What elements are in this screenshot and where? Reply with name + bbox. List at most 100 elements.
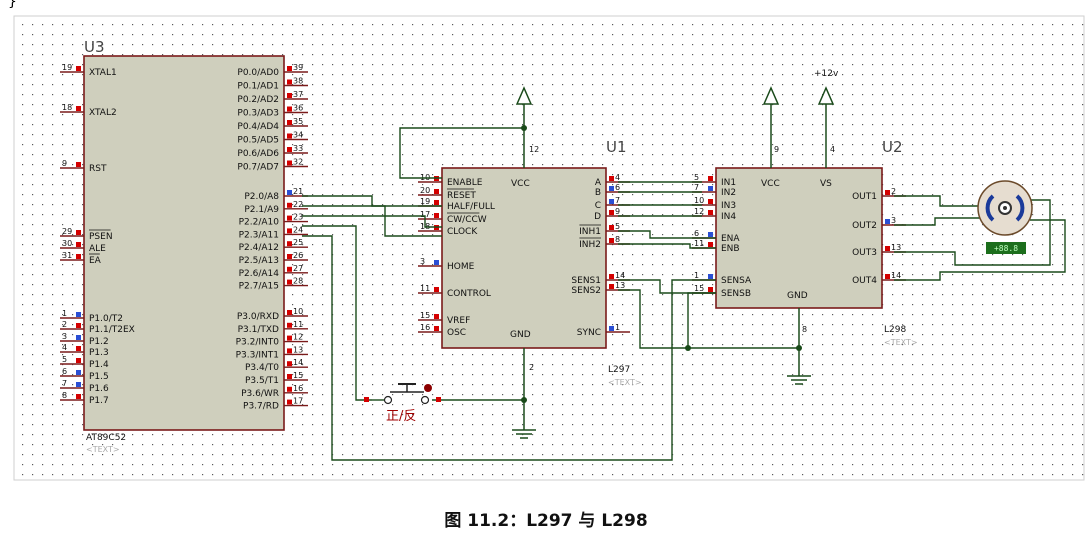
u2-vs-label: VS — [820, 179, 832, 189]
pin-name: PSEN — [89, 232, 113, 242]
u3-left-pin-1[interactable]: 1P1.0/T2 — [60, 309, 123, 324]
pin-marker — [609, 199, 614, 204]
u3-left-pin-8[interactable]: 8P1.7 — [60, 391, 109, 406]
u3-chip-body[interactable] — [83, 55, 285, 431]
switch-actuator-icon[interactable] — [424, 384, 432, 392]
u3-left-pin-2[interactable]: 2P1.1/T2EX — [60, 320, 135, 335]
u2-gnd-label: GND — [787, 291, 808, 301]
pin-marker — [287, 133, 292, 139]
u3-part-label: AT89C52 — [86, 433, 126, 443]
pin-name: P0.2/AD2 — [237, 95, 279, 105]
pin-marker — [708, 210, 713, 215]
u2-supply-label: +12v — [814, 69, 839, 79]
pin-name: SENSB — [721, 289, 751, 299]
pin-marker — [287, 322, 292, 328]
u2-vcc-label: VCC — [761, 179, 780, 189]
pin-number: 6 — [615, 183, 620, 192]
pin-name: P3.2/INT0 — [236, 338, 280, 348]
u2-part-label: L298 — [884, 325, 906, 335]
pin-name: OSC — [447, 328, 466, 338]
pin-marker — [287, 215, 292, 221]
pin-marker — [76, 66, 81, 71]
pin-marker — [287, 348, 292, 354]
pin-name: SENS1 — [571, 276, 601, 286]
pin-number: 7 — [694, 183, 699, 192]
pin-marker — [76, 382, 81, 387]
pin-name: P0.4/AD4 — [237, 122, 279, 132]
u3-left-pin-5[interactable]: 5P1.4 — [60, 355, 109, 370]
wires — [302, 127, 1066, 461]
pin-number: 15 — [420, 311, 430, 320]
pin-marker — [76, 358, 81, 363]
pin-number: 6 — [62, 367, 67, 376]
pin-name: P2.5/A13 — [239, 256, 279, 266]
pin-number: 7 — [615, 196, 620, 205]
pin-marker — [287, 266, 292, 272]
pin-number: 9 — [62, 159, 67, 168]
pin-marker — [287, 241, 292, 247]
pin-number: 32 — [293, 158, 303, 167]
u3-left-pin-7[interactable]: 7P1.6 — [60, 379, 109, 394]
pin-marker — [287, 147, 292, 152]
pin-marker — [76, 394, 81, 399]
pin-number: 35 — [293, 117, 303, 126]
ground-symbol-u2 — [787, 308, 811, 385]
u3-left-pin-3[interactable]: 3P1.2 — [60, 332, 109, 347]
pin-number: 11 — [694, 239, 704, 248]
u1-chip-body[interactable] — [441, 167, 607, 349]
pin-marker — [885, 274, 890, 279]
u2-chip-body[interactable] — [715, 167, 883, 309]
direction-switch[interactable] — [364, 383, 441, 405]
pin-number: 13 — [293, 345, 303, 354]
u3-left-pin-4[interactable]: 4P1.3 — [60, 343, 109, 358]
switch-label: 正/反 — [386, 409, 416, 424]
stepper-motor[interactable] — [977, 180, 1033, 236]
pin-name: P2.1/A9 — [244, 205, 279, 215]
pin-number: 25 — [293, 238, 303, 247]
u3-ref-label: U3 — [84, 38, 105, 56]
pin-number: 5 — [62, 355, 67, 364]
pin-marker — [287, 79, 292, 85]
pin-name: P2.3/A11 — [239, 230, 279, 240]
ground-symbol-u1 — [512, 348, 536, 439]
u3-left-pin-6[interactable]: 6P1.5 — [60, 367, 109, 382]
pin-name: P3.4/T0 — [245, 363, 279, 373]
